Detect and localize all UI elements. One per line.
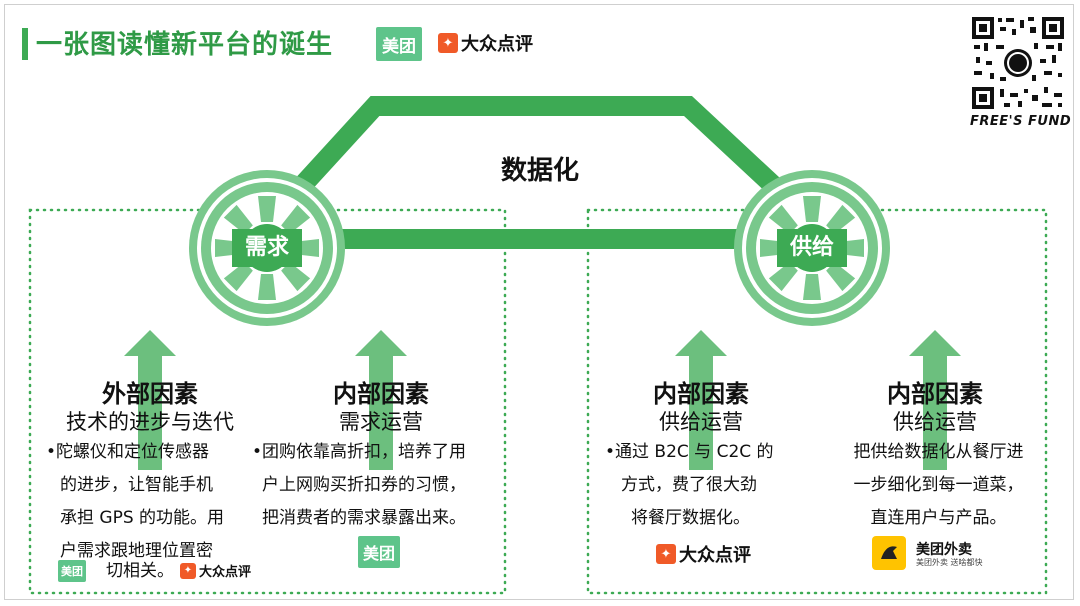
dianping-logo-text: 大众点评 [199, 565, 252, 580]
column-subheading: 供给运营 [893, 410, 977, 434]
body-line: 的进步，让智能手机 [60, 475, 213, 495]
datafication-label: 数据化 [500, 156, 579, 186]
axle-bar [330, 229, 750, 249]
body-line: 一步细化到每一道菜， [853, 475, 1024, 495]
column-heading: 内部因素 [887, 380, 983, 408]
dianping-logo-text: 大众点评 [461, 34, 533, 55]
arrow-up-icon [355, 330, 407, 470]
arrow-up-icon [124, 330, 176, 470]
title-accent-bar [22, 28, 28, 60]
dianping-logo: ✦ 大众点评 [438, 30, 533, 56]
meituan-logo: 美团 [58, 560, 86, 582]
meituan-logo: 美团 [358, 536, 400, 568]
slide-frame [4, 4, 1074, 600]
waimai-logo-text: 美团外卖 [916, 542, 972, 558]
body-line: 方式，费了很大劲 [621, 475, 757, 495]
column-subheading: 技术的进步与迭代 [66, 410, 234, 434]
qr-code-icon [970, 15, 1066, 111]
page-title: 一张图读懂新平台的诞生 [36, 30, 334, 60]
body-line: 户需求跟地理位置密 [60, 541, 213, 561]
waimai-slogan: 美团外卖 送啥都快 [916, 558, 983, 567]
column-body: •陀螺仪和定位传感器 的进步，让智能手机 承担 GPS 的功能。用 户需求跟地理… [46, 436, 256, 568]
column-heading: 外部因素 [102, 380, 198, 408]
body-line: •团购依靠高折扣，培养了用 [252, 442, 467, 462]
column-heading: 内部因素 [653, 380, 749, 408]
body-line: 切相关。 [106, 561, 174, 581]
dianping-icon: ✦ [180, 562, 196, 579]
body-line: 把消费者的需求暴露出来。 [262, 508, 466, 528]
meituan-logo: 美团 [376, 27, 422, 61]
supply-label: 供给 [777, 229, 847, 267]
column-body: •团购依靠高折扣，培养了用 户上网购买折扣券的习惯， 把消费者的需求暴露出来。 [252, 436, 502, 535]
column-body: 把供给数据化从餐厅进 一步细化到每一道菜， 直连用户与产品。 [836, 436, 1041, 535]
body-line: 把供给数据化从餐厅进 [853, 442, 1024, 462]
dianping-logo: ✦ 大众点评 [656, 541, 751, 567]
column-subheading: 需求运营 [339, 410, 423, 434]
column-heading: 内部因素 [333, 380, 429, 408]
qr-caption: FREE'S FUND [970, 114, 1072, 129]
dianping-icon: ✦ [656, 544, 676, 564]
body-line: •陀螺仪和定位传感器 [46, 442, 210, 462]
dianping-icon: ✦ [438, 33, 458, 53]
supply-dotted-frame [586, 208, 1048, 595]
body-line: 承担 GPS 的功能。用 [60, 508, 225, 528]
body-line: 户上网购买折扣券的习惯， [262, 475, 466, 495]
column-subheading: 供给运营 [659, 410, 743, 434]
column-body: •通过 B2C 与 C2C 的 方式，费了很大劲 将餐厅数据化。 [605, 436, 800, 535]
demand-label: 需求 [232, 229, 302, 267]
arrow-up-icon [909, 330, 961, 470]
body-line: •通过 B2C 与 C2C 的 [605, 442, 774, 462]
body-line: 将餐厅数据化。 [631, 508, 750, 528]
arrow-up-icon [675, 330, 727, 470]
dianping-logo-text: 大众点评 [679, 545, 751, 566]
kangaroo-icon [872, 536, 906, 570]
body-line: 直连用户与产品。 [870, 508, 1007, 528]
upper-link [292, 96, 783, 196]
dianping-logo: ✦ 大众点评 [180, 561, 251, 580]
